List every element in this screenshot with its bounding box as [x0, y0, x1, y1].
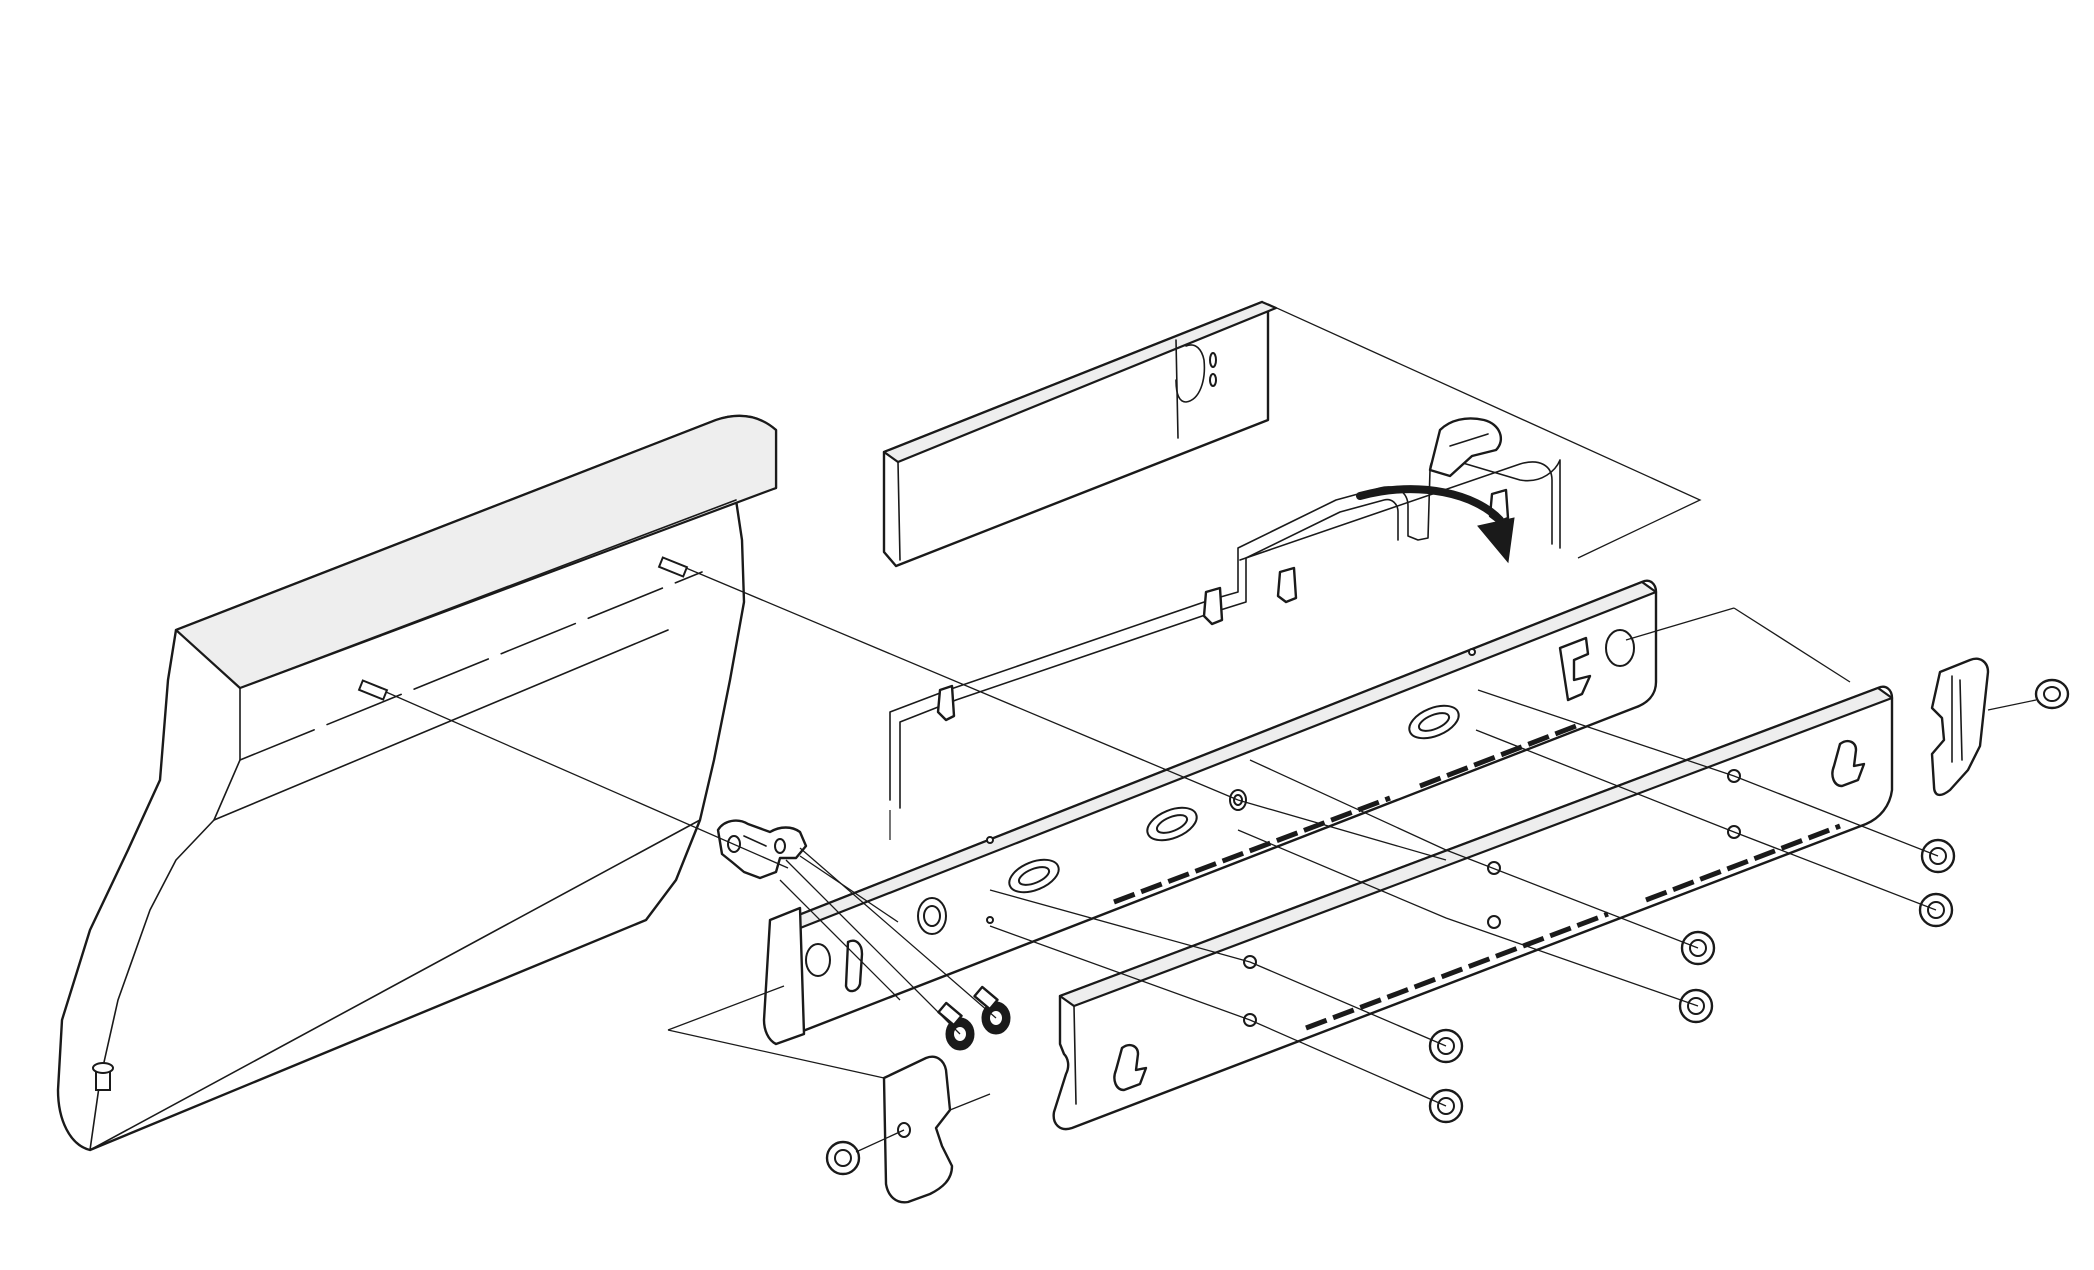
door-panel: [56, 414, 778, 1152]
right-end-cap: [1930, 657, 1990, 797]
bolt-right: [973, 985, 1011, 1035]
bolt-left: [937, 1001, 975, 1051]
top-channel-cover: [882, 300, 1278, 568]
door-stud-lower: [357, 679, 389, 701]
push-clip: [2034, 678, 2070, 710]
leader-lines: [385, 303, 2037, 1153]
door-stud-upper: [657, 556, 689, 578]
left-end-cap: [882, 1055, 954, 1204]
curved-arrow-icon: [1356, 485, 1515, 564]
wire-rod-linkage: [889, 417, 1561, 809]
push-clip: [1678, 988, 1714, 1024]
push-clip: [825, 1140, 861, 1176]
hinge-bracket: [716, 819, 808, 880]
door-stud-bottom: [92, 1062, 114, 1091]
main-inner-bracket: [762, 579, 1658, 1046]
outer-trim-strip: [1052, 685, 1894, 1131]
